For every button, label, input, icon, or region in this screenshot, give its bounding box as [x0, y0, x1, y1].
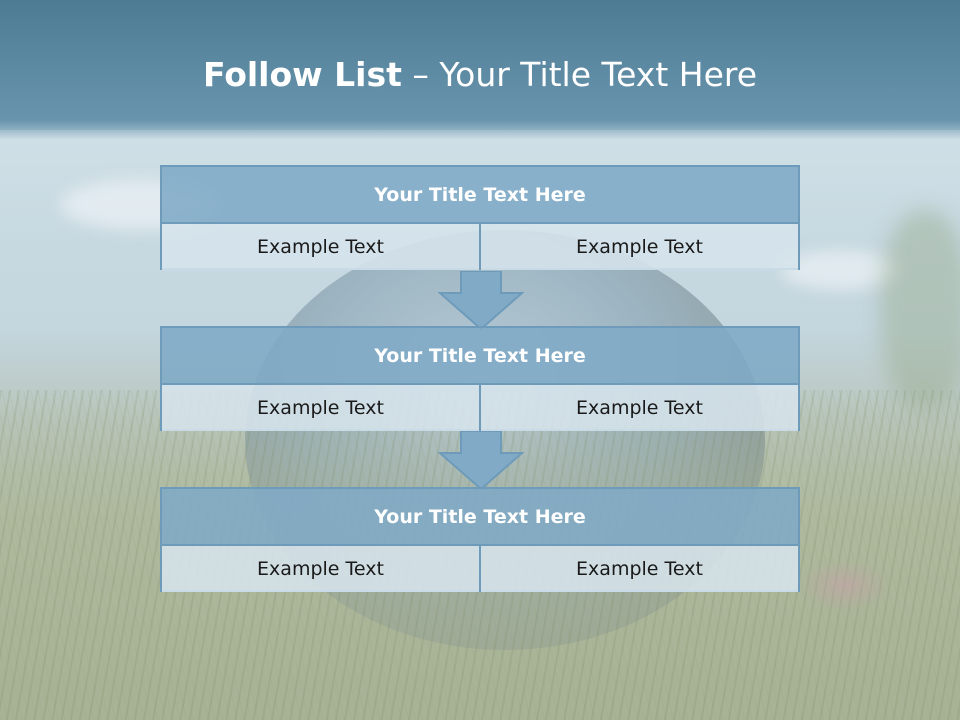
- block-row: Example Text Example Text: [162, 546, 798, 592]
- block-title: Your Title Text Here: [162, 167, 798, 224]
- block-cell-left: Example Text: [162, 224, 479, 270]
- block-title: Your Title Text Here: [162, 328, 798, 385]
- block-cell-left: Example Text: [162, 546, 479, 592]
- slide-title-rest: – Your Title Text Here: [401, 55, 758, 94]
- slide-title-bold: Follow List: [202, 55, 402, 94]
- list-block-2: Your Title Text Here Example Text Exampl…: [160, 326, 800, 431]
- block-cell-left: Example Text: [162, 385, 479, 431]
- tree-image: [880, 210, 960, 410]
- down-arrow-icon: [438, 271, 524, 331]
- down-arrow-icon: [438, 431, 524, 491]
- list-block-3: Your Title Text Here Example Text Exampl…: [160, 487, 800, 592]
- block-cell-right: Example Text: [479, 385, 798, 431]
- title-banner: [0, 0, 960, 130]
- litter-image: [800, 560, 890, 610]
- cloud: [780, 250, 900, 290]
- block-row: Example Text Example Text: [162, 224, 798, 270]
- block-cell-right: Example Text: [479, 224, 798, 270]
- block-cell-right: Example Text: [479, 546, 798, 592]
- list-block-1: Your Title Text Here Example Text Exampl…: [160, 165, 800, 270]
- block-title: Your Title Text Here: [162, 489, 798, 546]
- slide-title: Follow List – Your Title Text Here: [0, 52, 960, 98]
- block-row: Example Text Example Text: [162, 385, 798, 431]
